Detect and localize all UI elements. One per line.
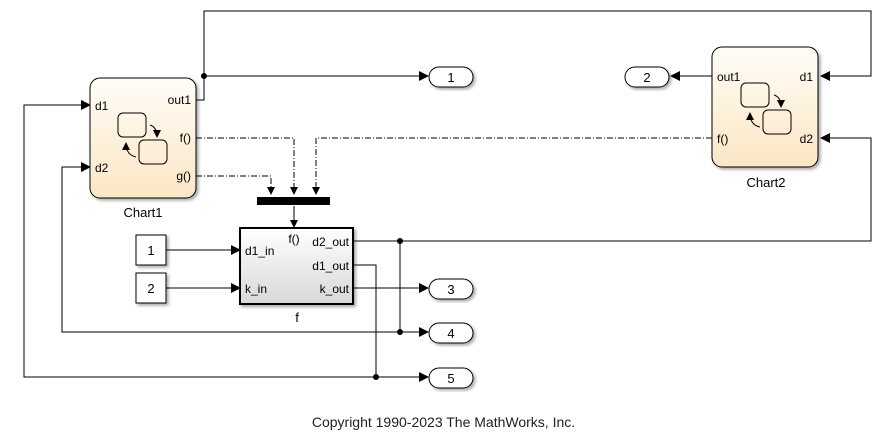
- f-subsystem-block[interactable]: f() d1_in k_in d2_out d1_out k_out: [239, 227, 354, 305]
- f-port-d2-out: d2_out: [312, 235, 349, 249]
- chart2-block[interactable]: out1 f() d1 d2: [711, 46, 819, 168]
- constant-value: 1: [147, 243, 154, 258]
- f-subsystem-name: f: [295, 310, 299, 325]
- fcall-line-chart1-g: [196, 175, 275, 195]
- f-port-d1-out: d1_out: [312, 259, 349, 273]
- constant-value: 2: [147, 281, 154, 296]
- chart1-port-out1: out1: [168, 93, 192, 107]
- outport-number: 5: [447, 371, 454, 386]
- chart1-port-d2: d2: [95, 161, 109, 175]
- chart1-port-g: g(): [176, 169, 191, 183]
- branch-point: [373, 374, 379, 380]
- signal-line-f-d1-out: [354, 264, 429, 382]
- chart2-port-f: f(): [717, 132, 728, 146]
- fcall-line-chart1-f: [196, 137, 298, 195]
- signal-line-to-chart2-d1: [203, 10, 872, 81]
- outport-block-4[interactable]: 4: [428, 322, 474, 344]
- chart2-port-d2: d2: [800, 132, 814, 146]
- outport-number: 3: [447, 282, 454, 297]
- signal-line-f-d2-out: [354, 133, 872, 242]
- outport-block-3[interactable]: 3: [428, 278, 474, 300]
- mux-block[interactable]: [257, 197, 330, 205]
- signal-line-to-chart1-d2: [61, 162, 400, 333]
- branch-point: [201, 73, 207, 79]
- branch-points: [201, 73, 403, 380]
- chart2-name: Chart2: [746, 175, 785, 190]
- chart2-port-out1: out1: [717, 70, 741, 84]
- constant-block-2[interactable]: 2: [135, 272, 167, 304]
- branch-point: [397, 329, 403, 335]
- f-port-trigger: f(): [288, 232, 299, 246]
- constant-block-1[interactable]: 1: [135, 234, 167, 266]
- copyright-text: Copyright 1990-2023 The MathWorks, Inc.: [311, 414, 576, 430]
- chart1-name: Chart1: [123, 205, 162, 220]
- chart1-port-f: f(): [180, 131, 191, 145]
- outport-block-1[interactable]: 1: [428, 66, 474, 88]
- f-port-k-out: k_out: [320, 282, 350, 296]
- outport-block-5[interactable]: 5: [428, 367, 474, 389]
- outport-block-2[interactable]: 2: [624, 66, 670, 88]
- signal-line-to-chart1-d1: [23, 100, 376, 378]
- outport-number: 2: [643, 70, 650, 85]
- stateflow-icon: [740, 82, 792, 135]
- chart1-block[interactable]: d1 d2 out1 f() g(): [89, 77, 197, 199]
- stateflow-icon: [117, 112, 168, 165]
- outport-number: 1: [447, 70, 454, 85]
- f-port-k-in: k_in: [245, 282, 267, 296]
- chart2-port-d1: d1: [800, 70, 814, 84]
- signal-line-chart1-out1: [196, 76, 205, 101]
- chart1-port-d1: d1: [95, 99, 109, 113]
- branch-point: [397, 238, 403, 244]
- f-port-d1-in: d1_in: [245, 244, 274, 258]
- signal-line-to-outport-4: [399, 241, 429, 337]
- signal-lines: [23, 10, 872, 382]
- function-call-lines: [196, 137, 712, 195]
- outport-number: 4: [447, 326, 454, 341]
- fcall-line-chart2-f: [312, 137, 712, 195]
